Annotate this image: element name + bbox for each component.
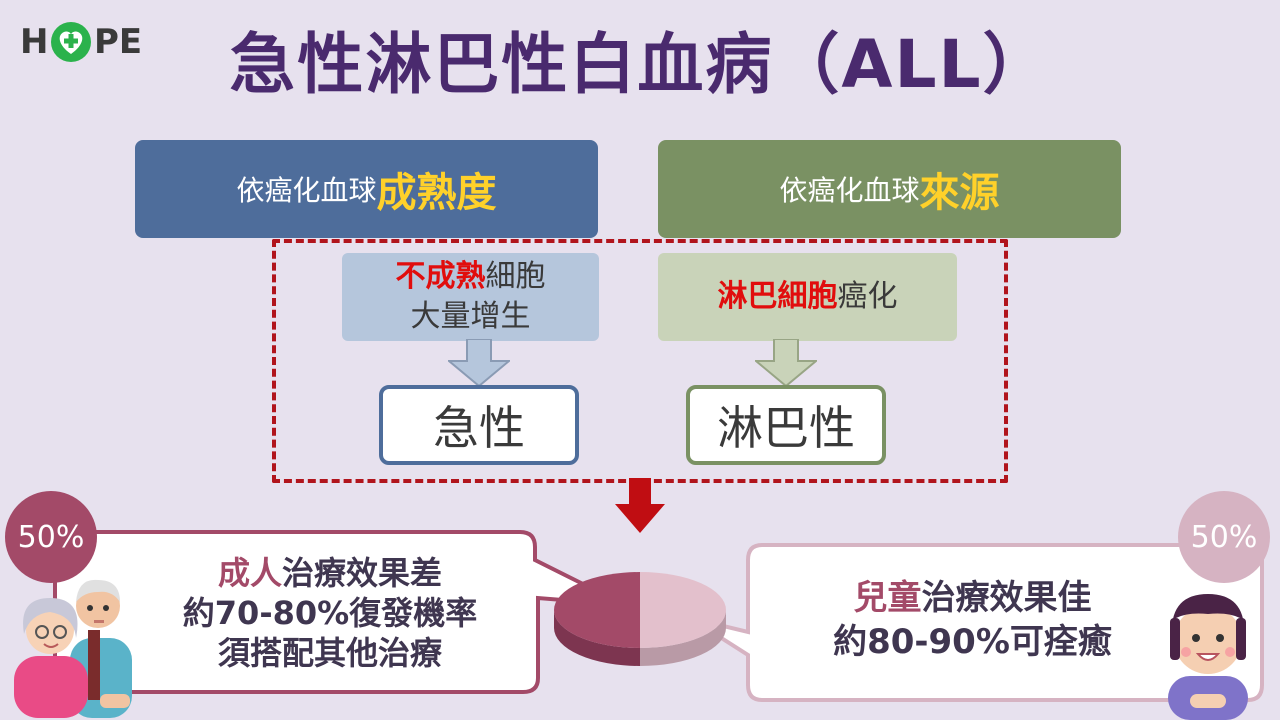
- immature-cells-line1: 不成熟細胞: [396, 257, 546, 297]
- child-cure-line: 約80-90%可痊癒: [833, 622, 1112, 662]
- adult-therapy-line: 須搭配其他治療: [217, 634, 442, 672]
- adult-effect-label: 治療效果差: [282, 554, 443, 592]
- elderly-couple-illustration: [14, 579, 132, 718]
- pie-slice-child: [640, 572, 726, 648]
- pie-side-child: [640, 610, 726, 666]
- logo-letters-pe: PE: [94, 22, 143, 62]
- pie-side-adult: [554, 610, 640, 666]
- child-effect-label: 治療效果佳: [921, 578, 1092, 618]
- origin-category-highlight: 來源: [919, 170, 1000, 216]
- pie-slice-adult: [554, 572, 640, 648]
- child-outcome-text: 兒童治療效果佳 約80-90%可痊癒: [760, 576, 1185, 664]
- adult-percent-badge: 50%: [5, 491, 97, 583]
- origin-category-prefix: 依癌化血球: [779, 174, 920, 207]
- adult-relapse-line: 約70-80%復發機率: [182, 594, 478, 632]
- maturity-category-highlight: 成熟度: [376, 170, 497, 216]
- down-arrow-icon-left: [448, 339, 510, 387]
- page-title: 急性淋巴性白血病（ALL）: [229, 26, 1051, 103]
- lymph-cells-box: 淋巴細胞癌化: [658, 253, 957, 341]
- proliferation-label: 大量增生: [410, 299, 531, 334]
- lymphoid-result-box: 淋巴性: [686, 385, 886, 465]
- hope-logo: H PE: [20, 20, 170, 64]
- child-label: 兒童: [853, 578, 922, 618]
- adult-outcome-text: 成人治療效果差 約70-80%復發機率 須搭配其他治療: [120, 553, 540, 673]
- adult-label: 成人: [217, 554, 282, 592]
- cancerization-label: 癌化: [837, 279, 898, 314]
- cells-label: 細胞: [485, 259, 546, 294]
- maturity-category-box: 依癌化血球成熟度: [135, 140, 598, 238]
- origin-category-box: 依癌化血球來源: [658, 140, 1121, 238]
- lymph-cells-line: 淋巴細胞癌化: [718, 277, 898, 317]
- immature-label: 不成熟: [395, 259, 486, 294]
- adult-line1: 成人治療效果差: [120, 553, 540, 593]
- heart-cross-icon: [51, 22, 91, 62]
- child-illustration: [1168, 594, 1248, 720]
- pie-chart: [554, 572, 726, 666]
- lymph-cells-label: 淋巴細胞: [717, 279, 838, 314]
- down-arrow-icon-right: [755, 339, 817, 387]
- acute-result-box: 急性: [379, 385, 579, 465]
- child-percent-badge: 50%: [1178, 491, 1270, 583]
- red-down-arrow-icon: [615, 478, 665, 533]
- maturity-category-prefix: 依癌化血球: [236, 174, 377, 207]
- logo-letter-h: H: [20, 22, 49, 62]
- immature-cells-box: 不成熟細胞 大量增生: [342, 253, 599, 341]
- child-line1: 兒童治療效果佳: [760, 576, 1185, 620]
